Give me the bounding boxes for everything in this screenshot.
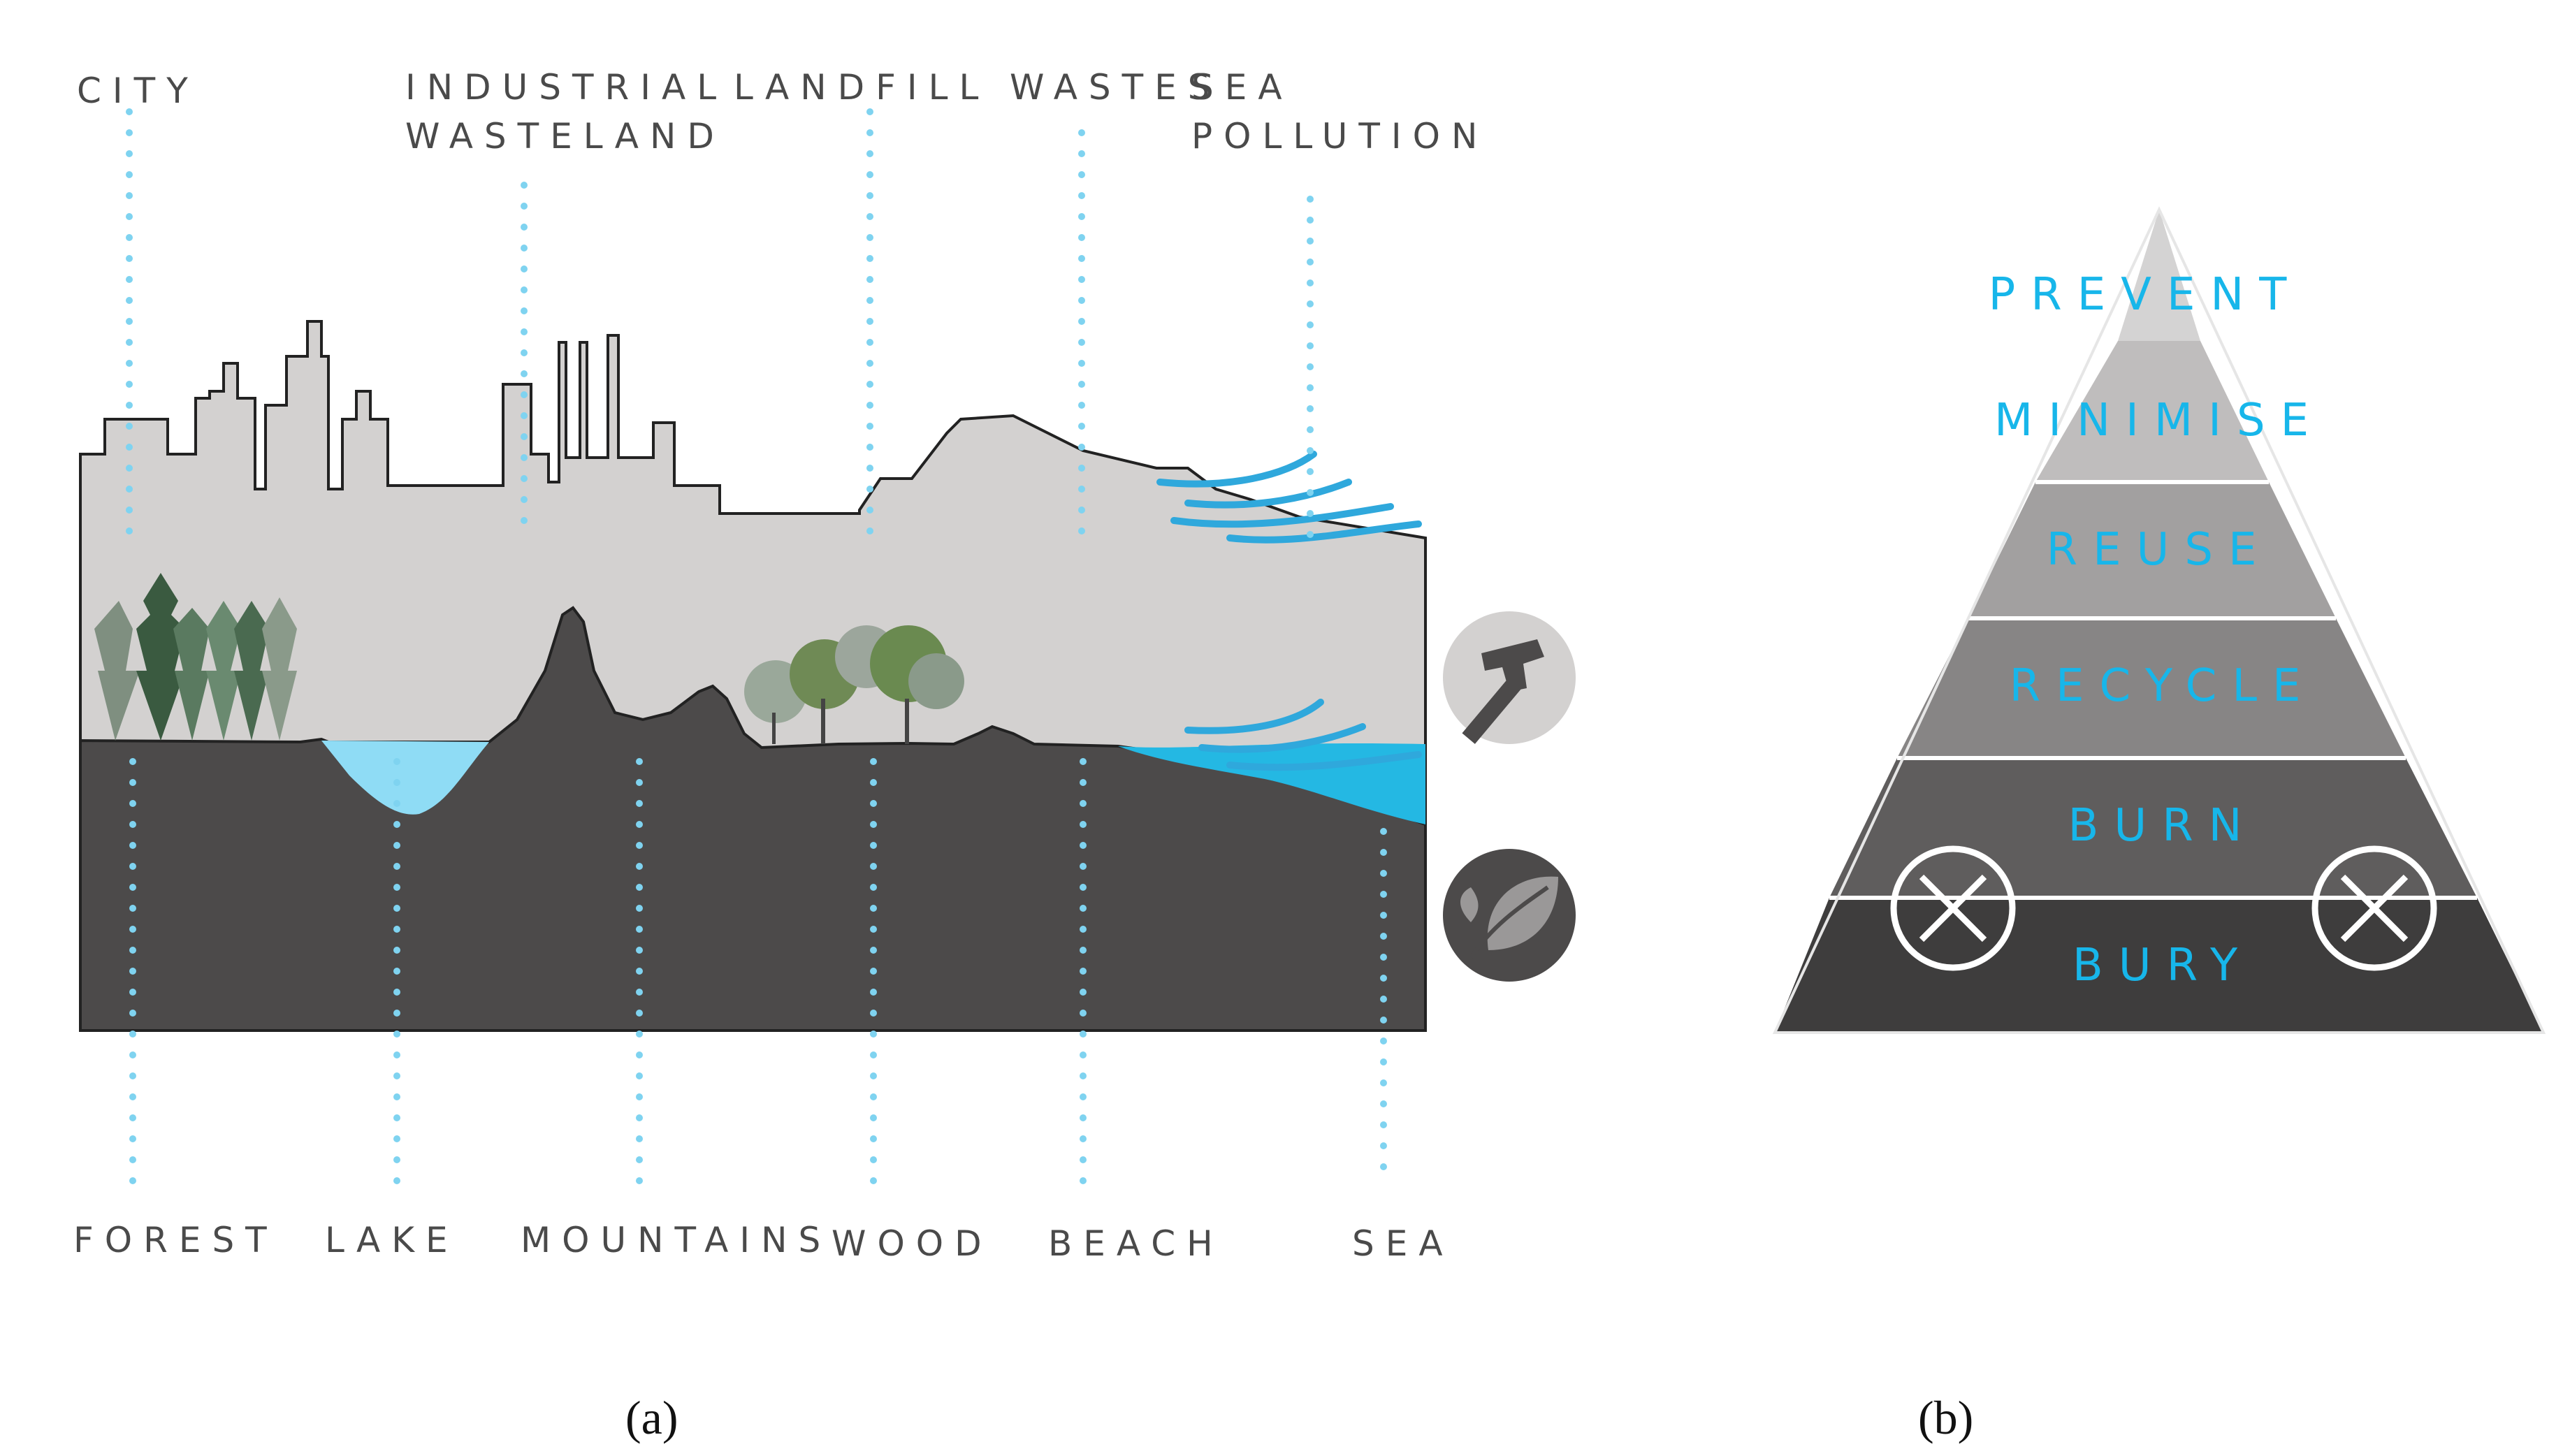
leaf-icon: [1443, 849, 1576, 982]
top-leader-lines: [126, 108, 1314, 541]
tier-minimise: [2035, 341, 2269, 482]
label-landfill: LANDFILL: [734, 67, 990, 108]
tier-reuse: [1968, 482, 2336, 618]
pyramid-label-prevent: PREVENT: [1988, 269, 2302, 321]
label-wood: WOOD: [832, 1223, 993, 1264]
label-wastes: WASTES: [1010, 67, 1221, 108]
wood-trees: [744, 625, 964, 744]
forest-trees: [94, 573, 297, 741]
label-mountains: MOUNTAINS: [521, 1220, 832, 1260]
pyramid-label-reuse: REUSE: [2046, 524, 2272, 576]
hammer-icon: [1443, 611, 1576, 744]
pyramid-label-burn: BURN: [2068, 800, 2258, 852]
tier-prevent: [2118, 210, 2200, 341]
pyramid-label-bury: BURY: [2072, 940, 2253, 991]
label-beach: BEACH: [1048, 1223, 1224, 1264]
pyramid-label-recycle: RECYCLE: [2009, 660, 2316, 712]
cross-circle-icon: [1890, 845, 2016, 971]
tier-recycle: [1897, 618, 2406, 758]
pollution-waves: [1156, 451, 1422, 544]
label-city: CITY: [77, 71, 199, 111]
caption-a: (a): [625, 1391, 678, 1444]
cross-circle-icon: [2311, 845, 2437, 971]
pyramid-label-minimise: MINIMISE: [1994, 395, 2324, 446]
panel-b-pyramid: [1772, 206, 2546, 1034]
label-lake: LAKE: [325, 1220, 459, 1260]
tier-dividers: [1829, 480, 2477, 900]
bottom-leader-lines: [129, 758, 1387, 1188]
panel-a-landscape: [79, 108, 1576, 1188]
lake-water: [321, 741, 489, 815]
label-industrial-wasteland: INDUSTRIAL WASTELAND: [405, 67, 728, 156]
label-sea: SEA: [1352, 1223, 1454, 1264]
caption-b: (b): [1918, 1391, 1974, 1444]
sea-waves: [1184, 699, 1422, 771]
label-forest: FOREST: [73, 1220, 278, 1260]
label-sea-pollution: SEA POLLUTION: [1191, 67, 1489, 156]
